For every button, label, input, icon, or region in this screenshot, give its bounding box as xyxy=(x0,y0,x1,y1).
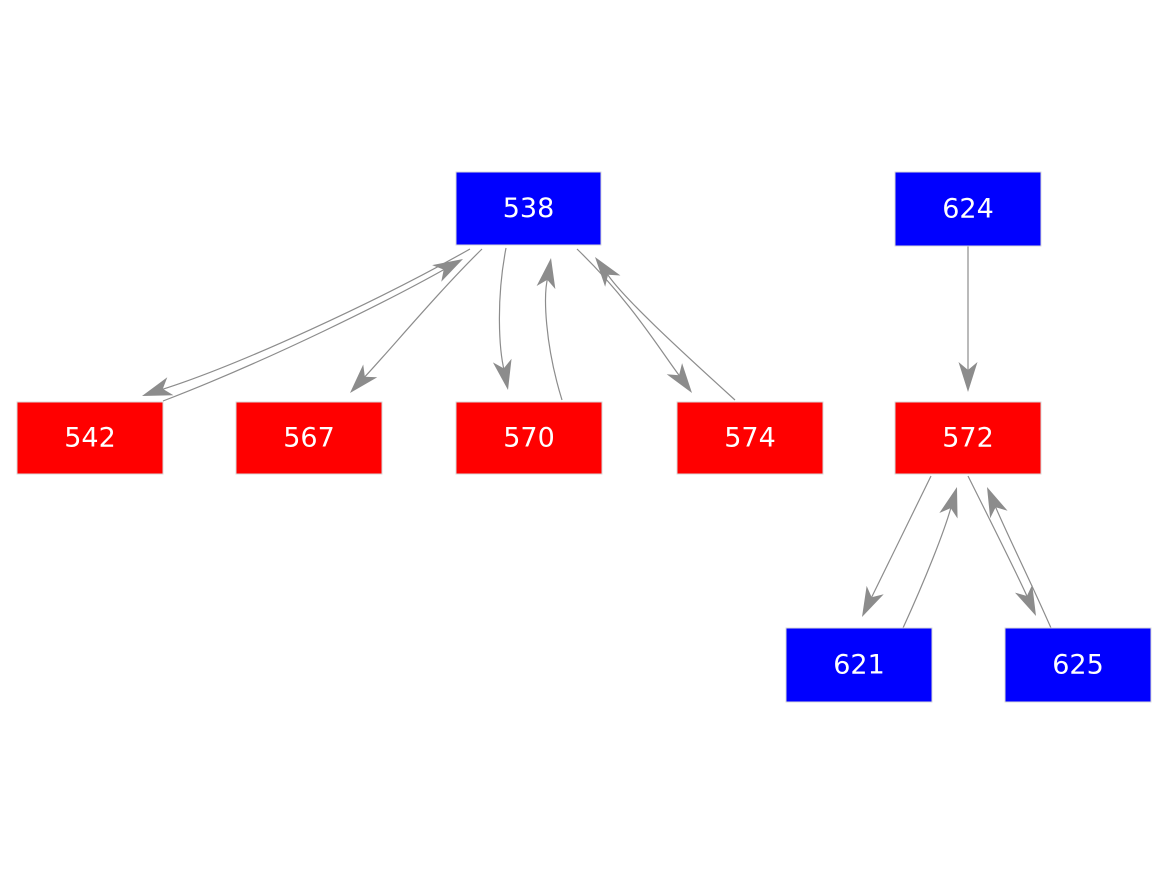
node-570[interactable]: 570 xyxy=(455,401,603,475)
arrowhead-624-to-572 xyxy=(958,362,978,392)
arrowhead-538-to-574 xyxy=(666,363,692,393)
node-625[interactable]: 625 xyxy=(1004,627,1152,703)
edge-621-to-572 xyxy=(902,505,953,629)
arrowhead-621-to-572 xyxy=(939,487,958,519)
node-538[interactable]: 538 xyxy=(455,171,602,246)
edge-538-to-574 xyxy=(576,248,682,379)
arrowhead-572-to-625 xyxy=(1014,584,1036,616)
edge-574-to-538 xyxy=(605,271,736,401)
node-572[interactable]: 572 xyxy=(894,401,1042,475)
arrowhead-570-to-538 xyxy=(536,258,556,290)
node-621[interactable]: 621 xyxy=(785,627,933,703)
edge-570-to-538 xyxy=(545,276,563,401)
edge-572-to-625 xyxy=(967,475,1029,599)
edges-layer xyxy=(142,245,1052,629)
node-570-rect[interactable] xyxy=(455,401,603,475)
arrowhead-538-to-570 xyxy=(492,358,512,390)
edge-538-to-570 xyxy=(498,247,507,372)
node-567-rect[interactable] xyxy=(235,401,383,475)
node-624-rect[interactable] xyxy=(894,171,1042,247)
edge-542-to-538 xyxy=(162,267,448,402)
node-567[interactable]: 567 xyxy=(235,401,383,475)
node-624[interactable]: 624 xyxy=(894,171,1042,247)
edge-625-to-572 xyxy=(993,504,1052,629)
node-538-rect[interactable] xyxy=(455,171,602,246)
node-621-rect[interactable] xyxy=(785,627,933,703)
arrowhead-572-to-621 xyxy=(862,585,884,617)
node-542[interactable]: 542 xyxy=(16,401,164,475)
edge-538-to-542 xyxy=(159,248,471,391)
node-572-rect[interactable] xyxy=(894,401,1042,475)
arrowhead-574-to-538 xyxy=(595,257,621,287)
arrowhead-542-to-538 xyxy=(432,259,463,282)
node-574[interactable]: 574 xyxy=(676,401,824,475)
arrowhead-538-to-567 xyxy=(350,364,378,393)
arrowhead-538-to-542 xyxy=(142,377,174,396)
edge-538-to-567 xyxy=(362,248,483,380)
edge-572-to-621 xyxy=(869,475,932,601)
arrowhead-625-to-572 xyxy=(987,487,1008,519)
node-574-rect[interactable] xyxy=(676,401,824,475)
node-542-rect[interactable] xyxy=(16,401,164,475)
node-625-rect[interactable] xyxy=(1004,627,1152,703)
